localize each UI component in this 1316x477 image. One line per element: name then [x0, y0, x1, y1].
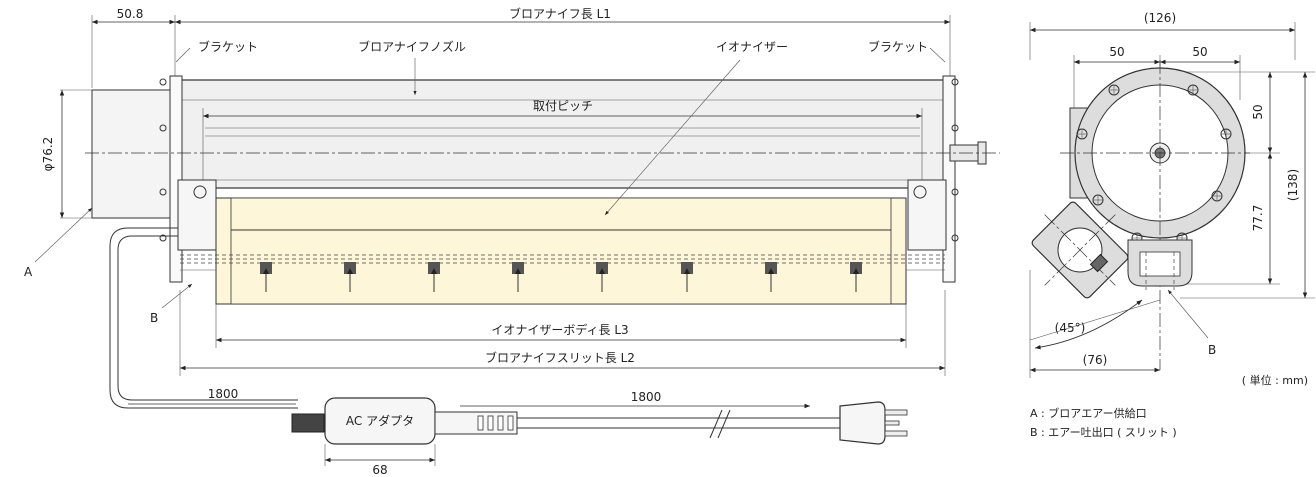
dim-side-138: (138)	[1286, 169, 1300, 201]
dim-side-50-right: 50	[1192, 45, 1207, 59]
dim-ionizer-body-label: イオナイザーボディ長 L3	[491, 322, 628, 337]
dim-side-50-vert: 50	[1251, 104, 1265, 119]
marker-b-front: B	[150, 311, 158, 325]
legend-a: A : ブロアエアー供給口	[1030, 406, 1147, 420]
dim-offset-label: 50.8	[117, 7, 144, 21]
dim-slit-label: ブロアナイフスリット長 L2	[485, 350, 635, 365]
front-view: 50.8 ブロアナイフ長 L1 φ76.2	[24, 6, 1000, 477]
legend-b: B : エアー吐出口 ( スリット )	[1030, 425, 1177, 439]
power-plug	[839, 401, 886, 445]
air-inlet-pipe	[91, 89, 177, 219]
dim-mounting-pitch-label: 取付ピッチ	[533, 99, 593, 113]
dim-blower-length-label: ブロアナイフ長 L1	[509, 6, 611, 21]
ferrite-ribs	[477, 415, 514, 431]
side-ionizer-tilted	[1031, 201, 1129, 299]
dim-adapter-label: 68	[372, 463, 387, 477]
marker-b-side: B	[1208, 343, 1216, 357]
dim-side-777: 77.7	[1251, 205, 1265, 232]
cable-left-length: 1800	[208, 387, 239, 401]
cable-right-length: 1800	[631, 390, 662, 404]
emitter-row	[260, 262, 862, 292]
bracket-left	[169, 75, 183, 283]
dim-side-angle: (45°)	[1055, 321, 1086, 335]
dim-diameter-label: φ76.2	[41, 137, 55, 172]
mount-block-left	[177, 179, 217, 251]
bracket-right-label: ブラケット	[868, 39, 928, 54]
adapter-connector	[291, 413, 325, 433]
side-view: (126) 50 50 50 77.7 (138)	[1029, 11, 1315, 439]
ac-adapter-label: AC アダプタ	[346, 413, 414, 428]
marker-a: A	[24, 265, 33, 279]
dim-side-width-label: (126)	[1144, 11, 1176, 25]
cable-outer	[109, 227, 298, 409]
dim-side-50-left: 50	[1109, 45, 1124, 59]
side-bolts	[1076, 84, 1232, 244]
blower-nozzle-body	[179, 79, 946, 189]
bracket-left-label: ブラケット	[198, 39, 258, 54]
unit-label: ( 単位 : mm)	[1242, 373, 1308, 387]
ionizer-label: イオナイザー	[716, 40, 788, 54]
bracket-right	[942, 75, 956, 283]
dim-side-76: (76)	[1083, 353, 1108, 367]
nozzle-label: ブロアナイフノズル	[358, 39, 466, 54]
